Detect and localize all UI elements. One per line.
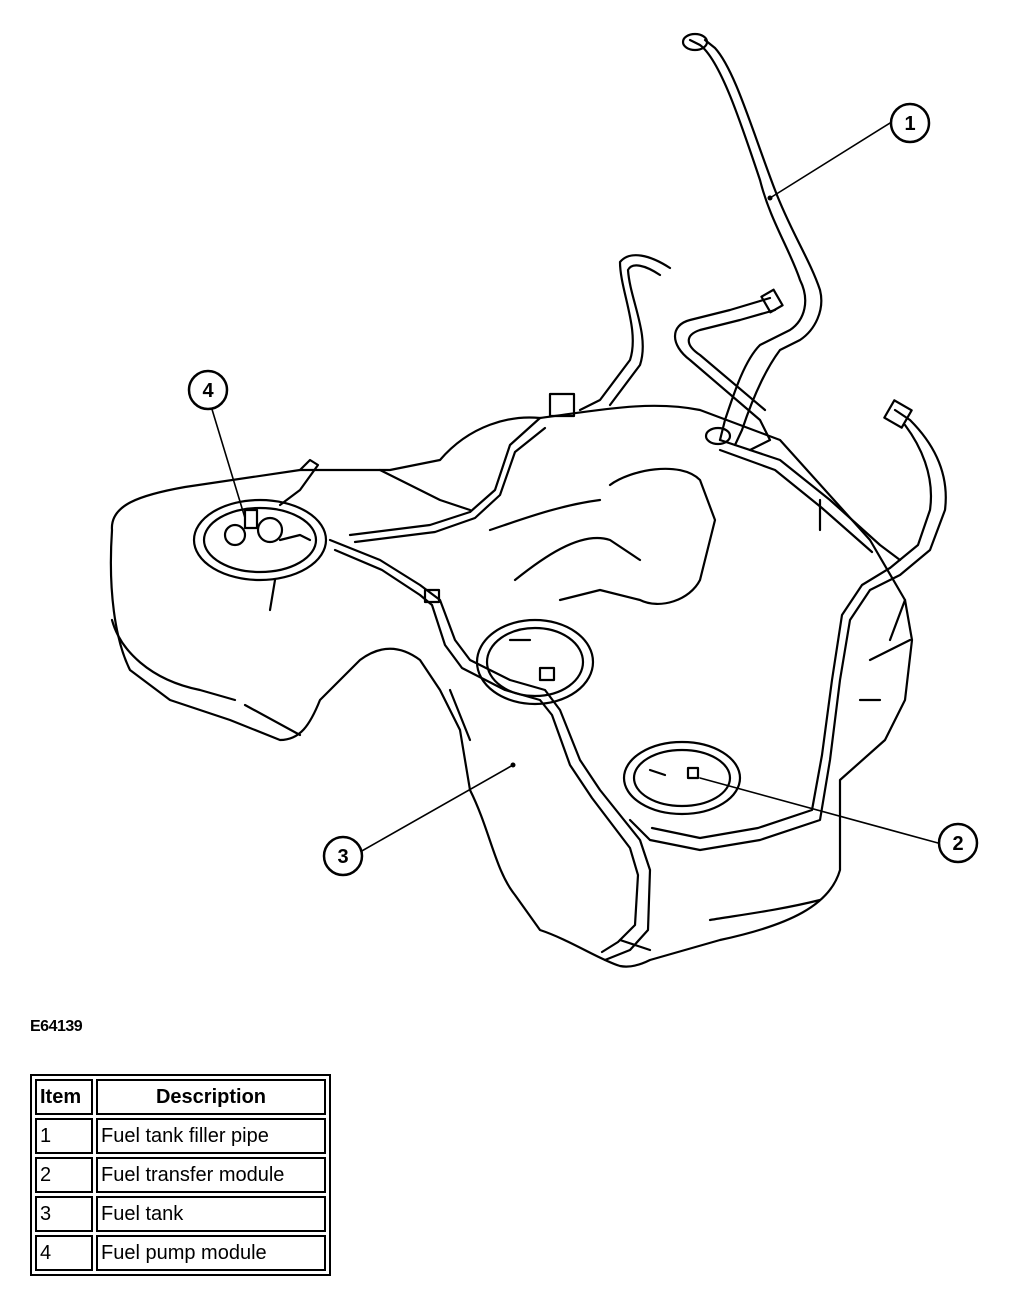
fuel-pump-module (192, 458, 328, 612)
callout-1-label: 1 (904, 113, 915, 135)
legend-item-number: 3 (35, 1196, 93, 1232)
callout-4-label: 4 (202, 380, 214, 402)
legend-item-number: 1 (35, 1118, 93, 1154)
table-row: 3 Fuel tank (35, 1196, 326, 1232)
fuel-tank-diagram: 1 2 3 4 (109, 32, 979, 968)
legend-item-description: Fuel transfer module (96, 1157, 326, 1193)
filler-pipe (688, 38, 807, 442)
callout-1: 1 (889, 102, 931, 144)
callout-4: 4 (187, 369, 229, 411)
fuel-transfer-module (622, 740, 742, 816)
legend-header-row: Item Description (35, 1079, 326, 1115)
figure-id: E64139 (30, 1018, 83, 1035)
callout-2-label: 2 (952, 833, 963, 855)
legend-item-number: 4 (35, 1235, 93, 1271)
legend-item-description: Fuel tank (96, 1196, 326, 1232)
legend-item-description: Fuel tank filler pipe (96, 1118, 326, 1154)
callout-3: 3 (322, 835, 364, 877)
legend-table: Item Description 1 Fuel tank filler pipe… (30, 1074, 331, 1276)
callout-3-label: 3 (337, 846, 348, 868)
fuel-tank-outline (109, 404, 914, 968)
fuel-line (328, 538, 652, 962)
legend-item-number: 2 (35, 1157, 93, 1193)
callout-2: 2 (937, 822, 979, 864)
fuel-level-sender (475, 618, 595, 706)
table-row: 1 Fuel tank filler pipe (35, 1118, 326, 1154)
legend-item-description: Fuel pump module (96, 1235, 326, 1271)
table-row: 2 Fuel transfer module (35, 1157, 326, 1193)
table-row: 4 Fuel pump module (35, 1235, 326, 1271)
legend-header-item: Item (35, 1079, 93, 1115)
legend-header-description: Description (96, 1079, 326, 1115)
